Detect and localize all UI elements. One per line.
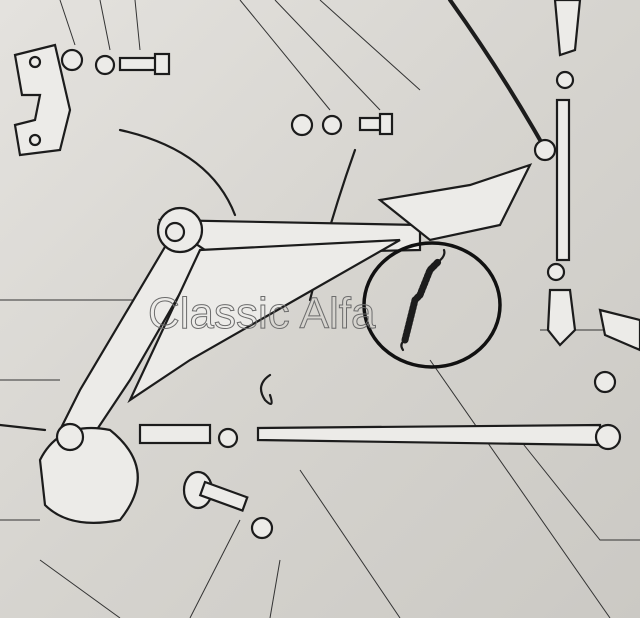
- clip: [259, 373, 273, 406]
- arrow: [448, 0, 542, 142]
- watermark: Classic Alfa: [148, 289, 376, 338]
- lever-arm-assembly: [38, 163, 533, 524]
- u-bracket: [13, 43, 72, 157]
- tie-rod: [256, 423, 622, 451]
- arrow: [0, 423, 47, 432]
- spring: [400, 248, 446, 352]
- bolt-and-nuts-top: [60, 48, 394, 137]
- highlight-circle: [362, 241, 502, 369]
- arrow: [118, 128, 237, 217]
- threaded-rod: [533, 0, 640, 394]
- screw-and-washer: [182, 470, 274, 540]
